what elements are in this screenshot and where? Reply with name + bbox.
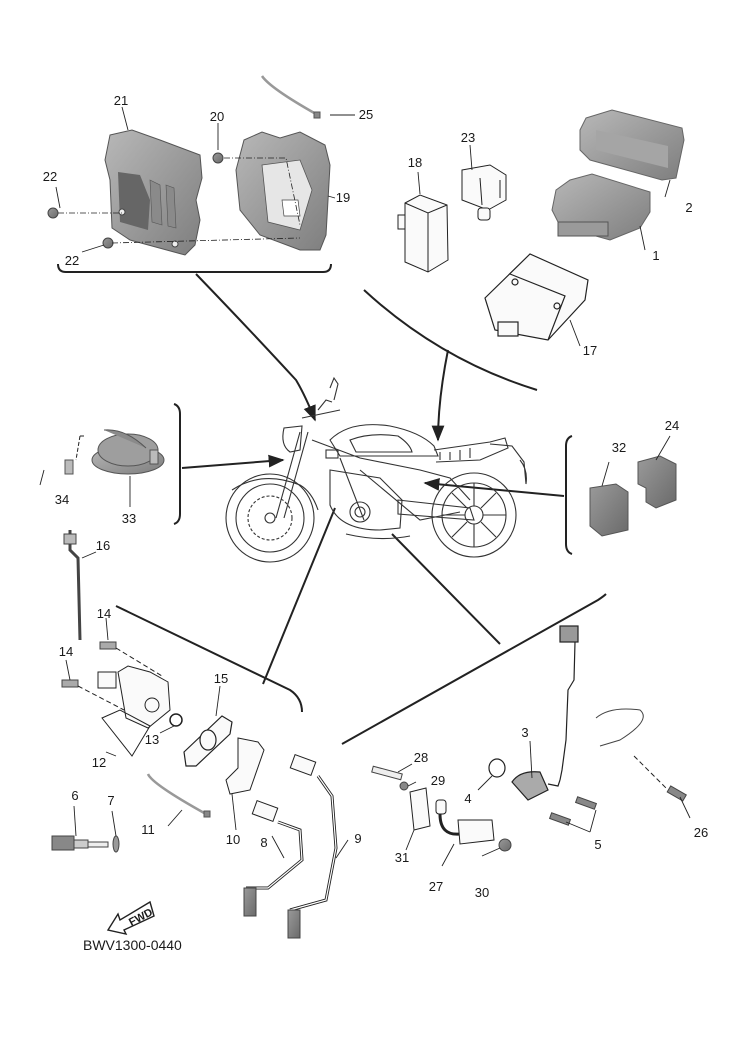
part-6-temp-sensor bbox=[51, 835, 109, 851]
part-19-housing bbox=[235, 131, 331, 251]
callout-7: 7 bbox=[107, 793, 115, 808]
part-15-gasket bbox=[183, 715, 233, 767]
callout-25: 25 bbox=[358, 107, 374, 122]
callout-33: 33 bbox=[121, 511, 137, 526]
fwd-label: FWD bbox=[127, 906, 155, 928]
callout-14-lower: 14 bbox=[58, 644, 74, 659]
callout-19: 19 bbox=[335, 190, 351, 205]
callout-11: 11 bbox=[141, 822, 155, 837]
callout-20: 20 bbox=[209, 109, 225, 124]
callout-13: 13 bbox=[144, 732, 160, 747]
part-29-washer bbox=[399, 781, 409, 791]
assembly-lines bbox=[58, 157, 301, 244]
callout-26: 26 bbox=[693, 825, 709, 840]
part-32-relay bbox=[589, 483, 629, 537]
callout-23: 23 bbox=[460, 130, 476, 145]
callout-22-lower: 22 bbox=[64, 253, 80, 268]
callout-10: 10 bbox=[225, 832, 241, 847]
part-13-o-ring bbox=[169, 713, 183, 727]
callout-4: 4 bbox=[464, 791, 472, 806]
part-33-horn bbox=[91, 429, 165, 475]
callout-30: 30 bbox=[474, 885, 490, 900]
callout-17: 17 bbox=[582, 343, 598, 358]
group-brackets bbox=[57, 263, 607, 745]
part-20-nut bbox=[212, 152, 224, 164]
part-28-bolt bbox=[371, 765, 403, 781]
callout-3: 3 bbox=[521, 725, 529, 740]
part-7-washer bbox=[112, 835, 120, 853]
part-24-relay bbox=[637, 455, 677, 509]
part-14-bolts bbox=[61, 641, 163, 711]
part-11-cable-tie bbox=[146, 773, 211, 818]
part-17-rectifier bbox=[484, 253, 589, 341]
callout-6: 6 bbox=[71, 788, 79, 803]
callout-34: 34 bbox=[54, 492, 70, 507]
callout-14-upper: 14 bbox=[96, 606, 112, 621]
diagram-code: BWV1300-0440 bbox=[83, 937, 182, 953]
part-2-ecu-cover bbox=[579, 109, 685, 181]
part-4-o-ring bbox=[488, 758, 506, 778]
part-21-cover bbox=[104, 129, 203, 256]
callout-31: 31 bbox=[394, 850, 410, 865]
part-18-relay-unit bbox=[397, 194, 449, 273]
part-1-ecu bbox=[551, 173, 651, 241]
callout-16: 16 bbox=[95, 538, 111, 553]
part-26-bolt bbox=[595, 708, 687, 802]
part-25-cable-tie bbox=[260, 75, 321, 119]
callout-15: 15 bbox=[213, 671, 229, 686]
callout-32: 32 bbox=[611, 440, 627, 455]
part-23-sensor bbox=[461, 164, 507, 221]
callout-18: 18 bbox=[407, 155, 423, 170]
callout-27: 27 bbox=[428, 879, 444, 894]
part-10-bracket bbox=[225, 737, 265, 795]
part-22-screws bbox=[47, 207, 114, 249]
part-5-screws bbox=[548, 796, 598, 826]
callout-1: 1 bbox=[652, 248, 660, 263]
part-16-sensor-lead bbox=[63, 530, 82, 641]
callout-12: 12 bbox=[91, 755, 107, 770]
part-31-rubber-block bbox=[409, 787, 431, 831]
callout-28: 28 bbox=[413, 750, 429, 765]
callout-8: 8 bbox=[260, 835, 268, 850]
callout-5: 5 bbox=[594, 837, 602, 852]
part-12-isc-valve bbox=[97, 665, 171, 757]
callout-21: 21 bbox=[113, 93, 129, 108]
callout-9: 9 bbox=[354, 831, 362, 846]
callout-29: 29 bbox=[430, 773, 446, 788]
part-8-oxygen-sensor bbox=[243, 800, 304, 917]
motorcycle-side-view bbox=[225, 376, 527, 563]
part-34-bolt bbox=[64, 435, 86, 475]
part-30-nut bbox=[498, 838, 512, 852]
callout-2: 2 bbox=[685, 200, 693, 215]
part-27-sensor-hose bbox=[435, 799, 495, 845]
part-9-oxygen-sensor bbox=[287, 754, 338, 939]
forward-arrow-icon: FWD bbox=[106, 890, 156, 941]
callout-24: 24 bbox=[664, 418, 680, 433]
leader-lines bbox=[39, 106, 691, 867]
callout-22-upper: 22 bbox=[42, 169, 58, 184]
part-3-sensor-lead bbox=[511, 625, 579, 801]
